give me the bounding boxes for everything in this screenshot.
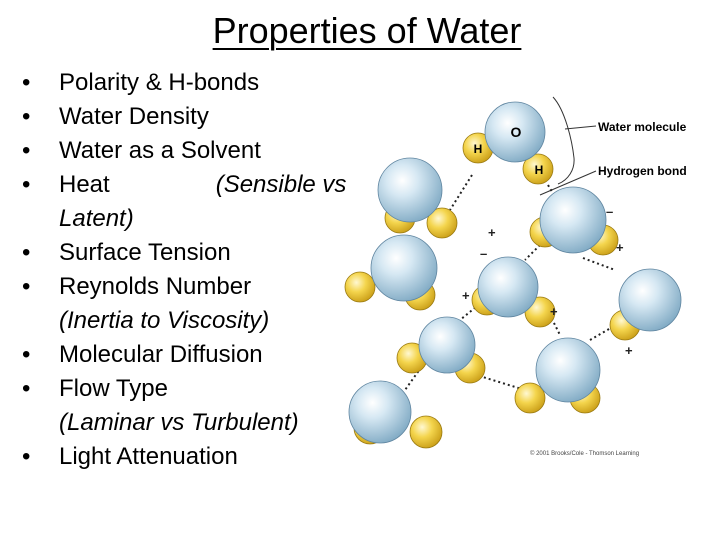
bullet-item: • Reynolds Number (Inertia to Viscosity): [18, 270, 358, 338]
bullet-item: • Molecular Diffusion: [18, 338, 358, 372]
plus-sign: +: [616, 240, 624, 255]
hydrogen-atom: [514, 382, 546, 414]
bullet-dot: •: [22, 103, 31, 130]
oxygen-atom: [539, 186, 607, 254]
minus-sign: –: [480, 246, 487, 261]
minus-sign: –: [606, 204, 613, 219]
oxygen-atom: [477, 256, 539, 318]
plus-sign: +: [462, 288, 470, 303]
oxygen-atom: [484, 101, 546, 163]
bullet-dot: •: [22, 443, 31, 470]
hydrogen-atom: [522, 153, 554, 185]
leader-line: [552, 96, 575, 185]
bullet-item: • Polarity & H-bonds: [18, 66, 358, 100]
water-molecules-diagram: O H H + – + – + + + Water molecule Hydro…: [344, 96, 687, 457]
bullet-text: Flow Type: [59, 375, 168, 402]
plus-sign: +: [625, 343, 633, 358]
bullet-dot: •: [22, 69, 31, 96]
oxygen-label: O: [511, 124, 522, 140]
oxygen-atom: [535, 337, 601, 403]
bullet-subtext: (Laminar vs Turbulent): [59, 409, 299, 436]
bullet-dot: •: [22, 273, 31, 300]
bullet-text: Water as a Solvent: [59, 137, 261, 164]
hydrogen-atom: [344, 271, 376, 303]
oxygen-atom: [618, 268, 682, 332]
bullet-dot: •: [22, 171, 31, 198]
oxygen-atom: [370, 234, 438, 302]
bullet-dot: •: [22, 239, 31, 266]
bullet-text: Light Attenuation: [59, 443, 238, 470]
plus-sign: +: [488, 225, 496, 240]
bullet-text: Water Density: [59, 103, 209, 130]
copyright-text: © 2001 Brooks/Cole - Thomson Learning: [530, 450, 639, 457]
hydrogen-atom: [409, 415, 443, 449]
bullet-text: Surface Tension: [59, 239, 231, 266]
hydrogen-atom: [426, 207, 458, 239]
water-molecule-label: Water molecule: [598, 120, 687, 134]
slide-title: Properties of Water: [212, 10, 522, 51]
leader-line: [539, 170, 597, 196]
bullet-item: • Light Attenuation: [18, 440, 358, 474]
bullet-dot: •: [22, 341, 31, 368]
bullet-text: Molecular Diffusion: [59, 341, 263, 368]
bullet-text: Polarity & H-bonds: [59, 69, 260, 96]
bullet-dot: •: [22, 375, 31, 402]
oxygen-atom: [348, 380, 412, 444]
bullet-subtext: (Inertia to Viscosity): [59, 307, 270, 334]
bullet-item: • Water as a Solvent: [18, 134, 358, 168]
bullet-dot: •: [22, 137, 31, 164]
hydrogen-label: H: [474, 142, 483, 156]
hydrogen-label: H: [535, 163, 544, 177]
bullet-item: • Surface Tension: [18, 236, 358, 270]
plus-sign: +: [550, 304, 558, 319]
oxygen-atom: [377, 157, 443, 223]
leader-line: [564, 125, 597, 130]
bullet-text: Heat: [59, 171, 110, 198]
hydrogen-bond-label: Hydrogen bond: [598, 164, 687, 178]
bullet-item: • Heat(Sensible vs Latent): [18, 168, 358, 236]
bullet-item: • Flow Type (Laminar vs Turbulent): [18, 372, 358, 440]
bullet-list: • Polarity & H-bonds • Water Density • Wate…: [18, 66, 358, 474]
oxygen-atom: [418, 316, 476, 374]
charge-signs: + – + – + + +: [462, 204, 633, 358]
bullet-item: • Water Density: [18, 100, 358, 134]
bullet-subtext: (Sensible vs Latent): [59, 171, 347, 232]
bullet-text: Reynolds Number: [59, 273, 252, 300]
